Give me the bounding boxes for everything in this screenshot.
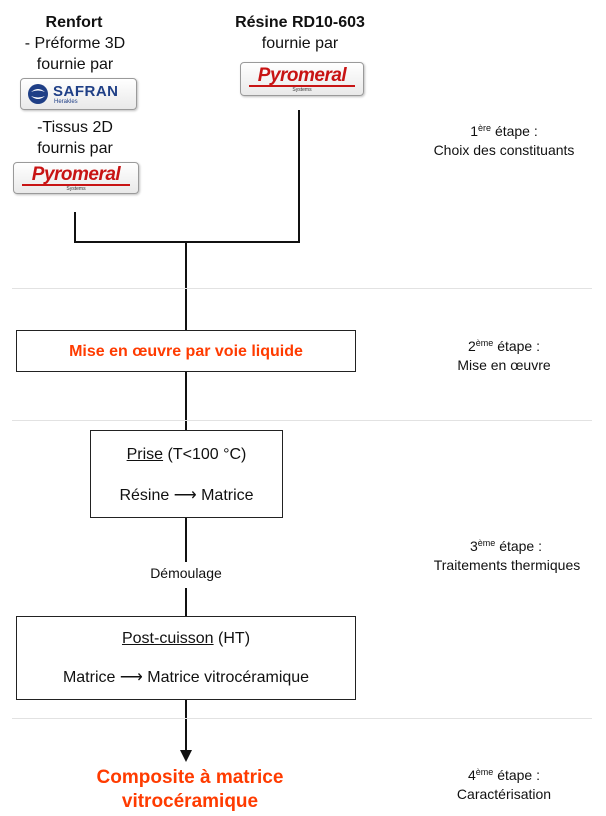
curing-title: Prise	[126, 446, 164, 463]
pyromeral-wordmark: Pyromeral	[257, 65, 347, 86]
stage-1-word: étape :	[494, 123, 538, 139]
post-cure-transformation: Matrice ⟶ Matrice vitrocéramique	[17, 668, 355, 688]
right-arrow-icon: ⟶	[173, 487, 197, 504]
curing-heading: Prise (T<100 °C)	[91, 445, 282, 465]
pyromeral-sub-wordmark: Systems	[292, 87, 312, 93]
stage-separator	[12, 288, 592, 289]
right-arrow-icon: ⟶	[119, 669, 143, 686]
stage-3-word: étape :	[499, 538, 543, 554]
curing-condition: (T<100 °C)	[167, 446, 247, 463]
stage-2-ordinal: ème	[475, 338, 494, 348]
stage-1-ordinal: ère	[478, 123, 492, 133]
reinforcement-2d-fabrics: -Tissus 2D	[37, 119, 113, 136]
stage-4-description: Caractérisation	[456, 786, 552, 802]
reinforcement-supplied-by: fournie par	[36, 56, 114, 73]
reinforcement-supplied-by-2: fournis par	[37, 140, 113, 157]
stage-4-word: étape :	[497, 767, 541, 783]
post-cure-condition: (HT)	[218, 630, 251, 647]
stage-2-label: 2ème étape :	[414, 337, 594, 355]
stage-1-label: 1ère étape :	[414, 122, 594, 140]
safran-logo: SAFRAN Herakles	[20, 78, 137, 110]
flow-arrowhead	[180, 750, 192, 762]
stage-2-description: Mise en œuvre	[457, 357, 551, 373]
stage-3-ordinal: ème	[477, 538, 496, 548]
pyromeral-logo-left: Pyromeral Systems	[13, 162, 139, 194]
demolding-label: Démoulage	[150, 565, 222, 581]
pyromeral-wordmark: Pyromeral	[31, 164, 121, 185]
stage-3-label: 3ème étape :	[414, 537, 598, 555]
safran-wordmark: SAFRAN	[53, 83, 119, 100]
safran-sub-wordmark: Herakles	[54, 99, 78, 105]
safran-emblem-icon	[28, 84, 48, 104]
post-cure-from: Matrice	[62, 669, 116, 686]
pyromeral-logo-right: Pyromeral Systems	[240, 62, 364, 96]
resin-supplied-by: fournie par	[261, 35, 339, 52]
post-cure-to: Matrice vitrocéramique	[147, 669, 310, 686]
post-cure-title: Post-cuisson	[121, 630, 214, 647]
stage-1-description: Choix des constituants	[433, 142, 575, 158]
stage-2-number: 2	[467, 338, 476, 354]
stage-4-label: 4ème étape :	[414, 766, 594, 784]
stage-separator	[12, 718, 592, 719]
curing-box: Prise (T<100 °C) Résine ⟶ Matrice	[90, 430, 283, 518]
stage-4-ordinal: ème	[475, 767, 494, 777]
reinforcement-3d-preform: - Préforme 3D	[24, 35, 126, 52]
stage-separator	[12, 420, 592, 421]
liquid-process-box: Mise en œuvre par voie liquide	[16, 330, 356, 372]
stage-4-number: 4	[467, 767, 476, 783]
pyromeral-sub-wordmark: Systems	[66, 186, 86, 192]
stage-1-number: 1	[470, 123, 479, 139]
post-cure-box: Post-cuisson (HT) Matrice ⟶ Matrice vitr…	[16, 616, 356, 700]
stage-3-description: Traitements thermiques	[433, 557, 581, 573]
stage-2-word: étape :	[497, 338, 541, 354]
pyromeral-underline	[22, 184, 130, 186]
resin-title: Résine RD10-603	[235, 14, 365, 31]
result-line-1: Composite à matrice	[96, 767, 284, 788]
curing-transformation: Résine ⟶ Matrice	[91, 486, 282, 506]
reinforcement-title: Renfort	[45, 14, 103, 31]
curing-from: Résine	[119, 487, 170, 504]
result-line-2: vitrocéramique	[121, 791, 259, 812]
post-cure-heading: Post-cuisson (HT)	[17, 629, 355, 649]
curing-to: Matrice	[201, 487, 254, 504]
stage-3-number: 3	[469, 538, 478, 554]
pyromeral-underline	[249, 85, 355, 87]
liquid-process-label: Mise en œuvre par voie liquide	[69, 343, 303, 360]
